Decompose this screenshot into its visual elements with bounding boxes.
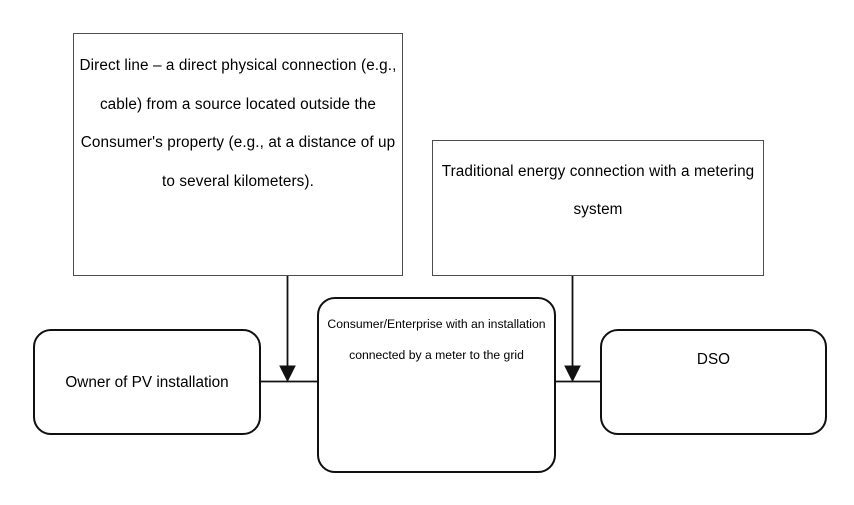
node-consumer-enterprise-label: Consumer/Enterprise with an installation… <box>327 317 546 362</box>
note-traditional-connection: Traditional energy connection with a met… <box>432 140 764 276</box>
node-dso: DSO <box>600 329 827 435</box>
node-consumer-enterprise: Consumer/Enterprise with an installation… <box>317 297 556 473</box>
note-direct-line-label: Direct line – a direct physical connecti… <box>79 57 397 190</box>
note-direct-line: Direct line – a direct physical connecti… <box>73 33 403 276</box>
arrowhead-direct-line <box>279 365 296 383</box>
node-owner-of-pv-installation-label: Owner of PV installation <box>65 373 229 391</box>
node-owner-of-pv-installation: Owner of PV installation <box>33 329 261 435</box>
note-traditional-connection-label: Traditional energy connection with a met… <box>441 163 755 218</box>
node-dso-label: DSO <box>696 351 731 368</box>
arrowhead-traditional <box>564 365 581 383</box>
